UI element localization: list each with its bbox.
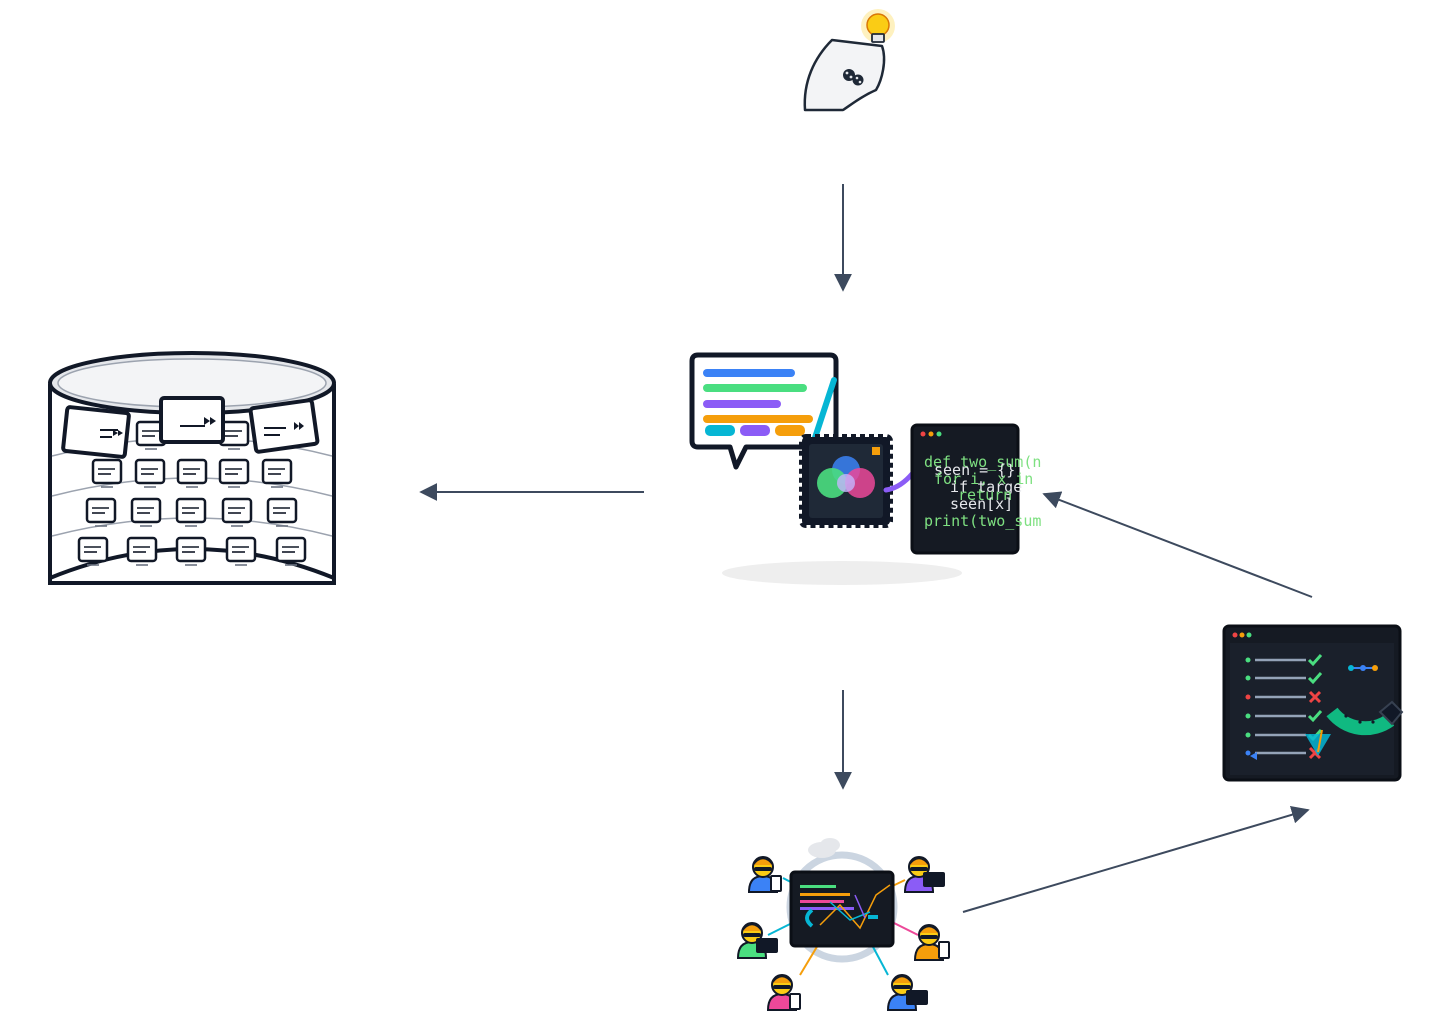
document-icon — [225, 536, 257, 566]
document-icon — [134, 458, 166, 488]
document-icon — [130, 497, 162, 527]
arrows — [419, 184, 1313, 913]
gauge-icon — [1305, 700, 1404, 756]
document-card — [248, 398, 320, 454]
team-members — [736, 856, 950, 1011]
document-icon — [77, 536, 109, 566]
code-line-4: if targe — [950, 478, 1022, 496]
test-list — [1245, 654, 1323, 760]
check-icon — [1307, 654, 1323, 667]
document-icon — [126, 536, 158, 566]
cross-icon — [1308, 690, 1322, 704]
test-row — [1245, 690, 1322, 704]
user-avatar — [747, 856, 782, 893]
test-row — [1245, 710, 1323, 723]
document-icon — [266, 497, 298, 527]
user-avatar — [766, 974, 801, 1011]
document-icon — [175, 497, 207, 527]
document-icon — [176, 458, 208, 488]
code-line-7: print(two_sum( — [924, 512, 1050, 530]
chat-chip-code-icon: def two_sum(nu seen = {} for i, x in if … — [689, 352, 1050, 585]
processor-chip — [799, 434, 915, 528]
check-icon — [1307, 710, 1323, 723]
code-line-2: seen = {} — [934, 461, 1015, 479]
document-icon — [218, 458, 250, 488]
user-avatar — [886, 974, 928, 1011]
document-icon — [261, 458, 293, 488]
document-card — [159, 396, 225, 444]
document-icon — [91, 458, 123, 488]
document-card — [61, 405, 131, 459]
check-icon — [1307, 672, 1323, 685]
code-line-3: for i, x in — [934, 470, 1033, 488]
user-avatar — [736, 922, 778, 959]
test-row — [1245, 672, 1323, 685]
user-avatar — [913, 924, 950, 961]
user-avatar — [903, 856, 945, 893]
arrow-tests-to-model — [1042, 491, 1313, 598]
document-icon — [85, 497, 117, 527]
document-icon — [221, 497, 253, 527]
document-grid — [77, 420, 307, 566]
arrow-team-to-tests — [962, 805, 1310, 913]
test-results-icon — [1222, 624, 1404, 782]
document-archive-icon — [48, 351, 336, 585]
test-row — [1245, 654, 1323, 667]
chat-bubble — [689, 352, 839, 470]
document-icon — [275, 536, 307, 566]
code-line-1: def two_sum(nu — [924, 453, 1050, 471]
code-window: def two_sum(nu seen = {} for i, x in if … — [910, 423, 1050, 555]
code-line-5: return — [958, 486, 1012, 504]
collaboration-icon — [736, 838, 950, 1011]
pipeline-mini-icon — [1348, 665, 1378, 671]
code-line-6: seen[x] — [950, 495, 1013, 513]
lightbulb-robot-icon — [803, 9, 895, 112]
document-icon — [175, 536, 207, 566]
